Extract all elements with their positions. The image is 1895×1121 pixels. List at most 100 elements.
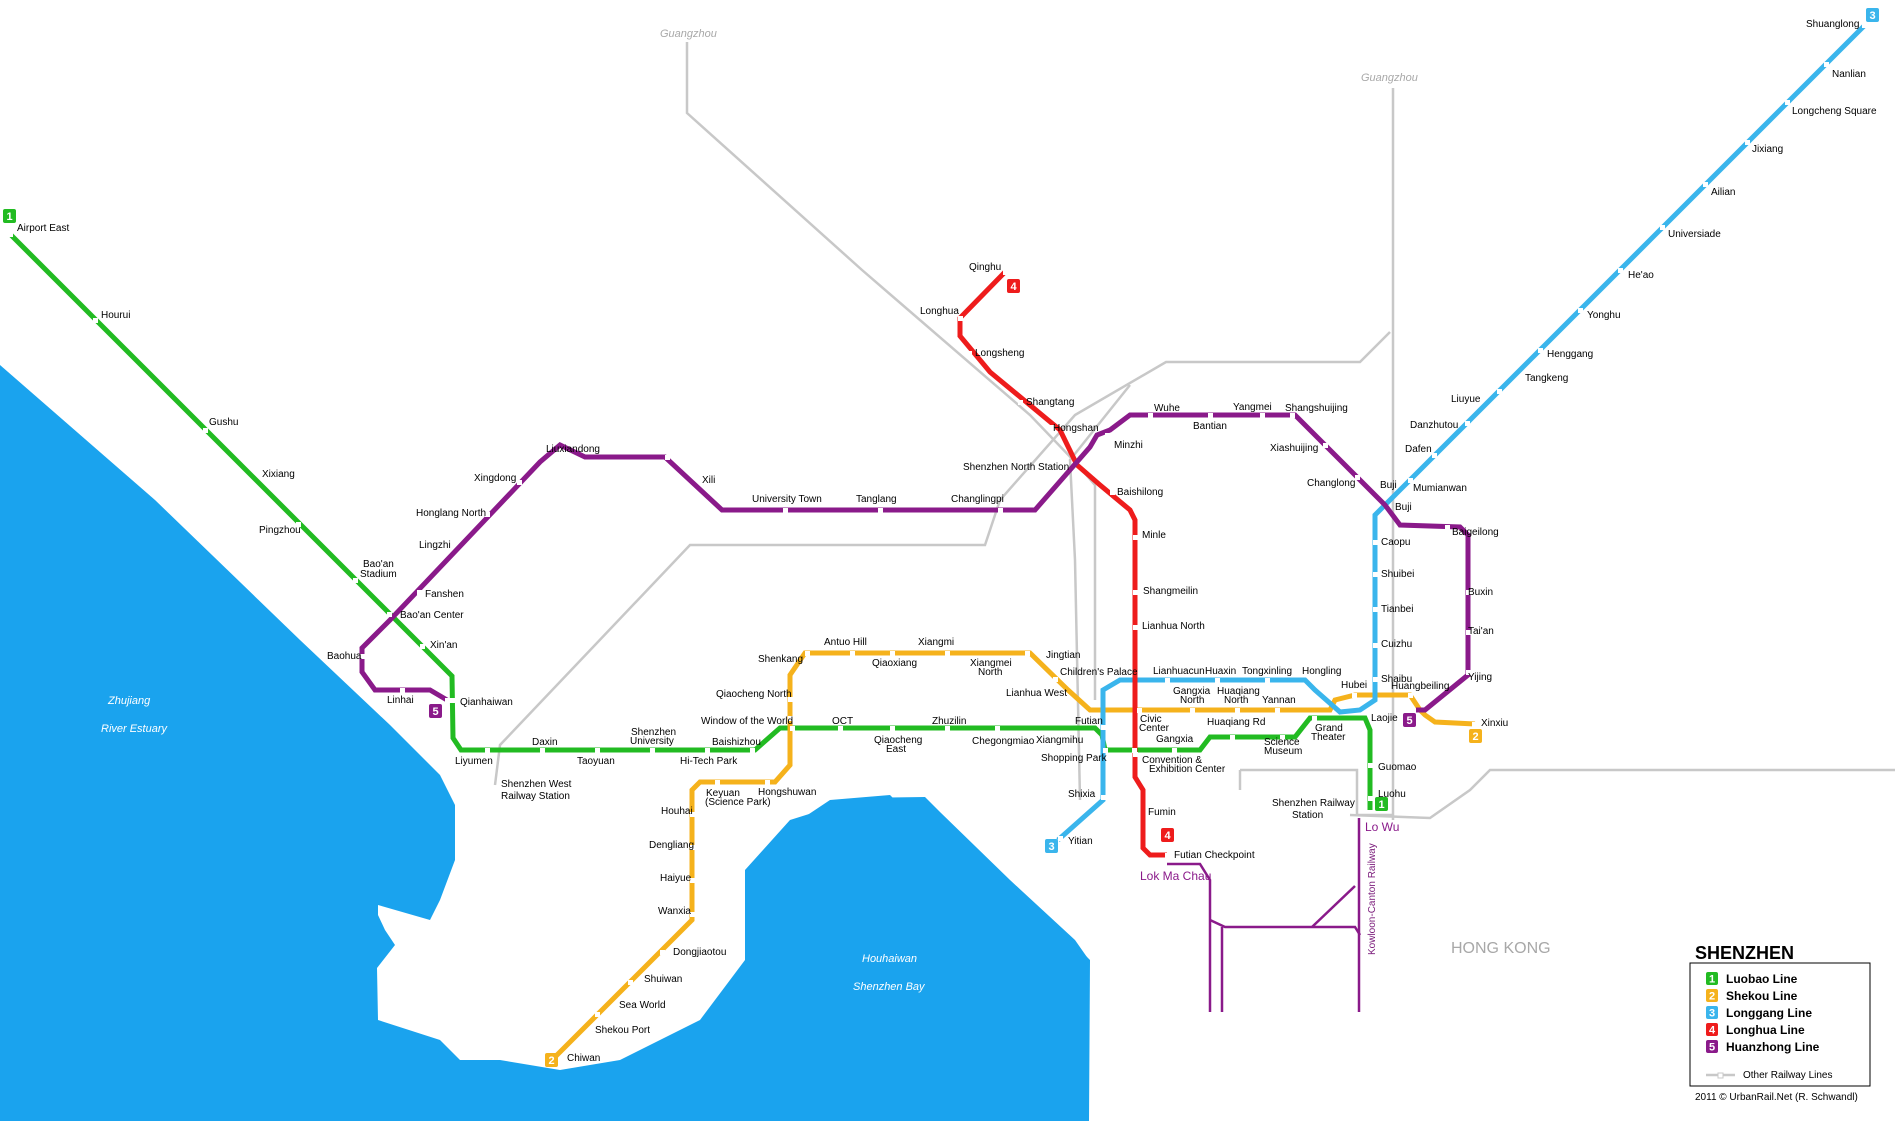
- station-xinxiu[interactable]: Xinxiu: [1481, 718, 1508, 729]
- station-liyumen[interactable]: Liyumen: [455, 756, 493, 767]
- station-huaqiang-north-2[interactable]: North: [1224, 695, 1248, 706]
- station-shenkang[interactable]: Shenkang: [758, 654, 803, 665]
- station-gangxia-north-2[interactable]: North: [1180, 695, 1204, 706]
- station-buji-5[interactable]: Buji: [1380, 480, 1397, 491]
- station-childrens-palace[interactable]: Children's Palace: [1060, 667, 1138, 678]
- station-hongshuwan[interactable]: Hongshuwan: [758, 787, 816, 798]
- station-baigeilong[interactable]: Baigeilong: [1452, 527, 1499, 538]
- station-lianhua-north[interactable]: Lianhua North: [1142, 621, 1205, 632]
- station-tianbei[interactable]: Tianbei: [1381, 604, 1413, 615]
- station-sz-west-2[interactable]: Railway Station: [501, 791, 570, 802]
- station-buxin[interactable]: Buxin: [1468, 587, 1493, 598]
- station-changlingpi[interactable]: Changlingpi: [951, 494, 1004, 505]
- station-sz-west-1[interactable]: Shenzhen West: [501, 779, 572, 790]
- station-huaqiang-north-1[interactable]: Huaqiang: [1217, 686, 1260, 697]
- station-caopu[interactable]: Caopu: [1381, 537, 1410, 548]
- station-yitian[interactable]: Yitian: [1068, 836, 1093, 847]
- station-tanglang[interactable]: Tanglang: [856, 494, 897, 505]
- station-convention-2[interactable]: Exhibition Center: [1149, 764, 1226, 775]
- station-gushu[interactable]: Gushu: [209, 417, 238, 428]
- station-sz-rail-2[interactable]: Station: [1292, 810, 1323, 821]
- station-linhai[interactable]: Linhai: [387, 695, 414, 706]
- station-gangxia[interactable]: Gangxia: [1156, 734, 1194, 745]
- station-shaibu[interactable]: Shaibu: [1381, 674, 1412, 685]
- station-xingdong[interactable]: Xingdong: [474, 473, 516, 484]
- station-hubei[interactable]: Hubei: [1341, 680, 1367, 691]
- station-lianhuacun[interactable]: Lianhuacun: [1153, 666, 1205, 677]
- station-shenzhen-univ-2[interactable]: University: [630, 736, 674, 747]
- station-yangmei[interactable]: Yangmei: [1233, 402, 1272, 413]
- station-longhua[interactable]: Longhua: [920, 306, 959, 317]
- station-hitech-park[interactable]: Hi-Tech Park: [680, 756, 738, 767]
- station-lianhua-west[interactable]: Lianhua West: [1006, 688, 1067, 699]
- station-xili[interactable]: Xili: [702, 475, 715, 486]
- station-huangbeiling[interactable]: Huangbeiling: [1391, 681, 1449, 692]
- station-xiangmei-north-2[interactable]: North: [978, 667, 1002, 678]
- station-chegongmiao[interactable]: Chegongmiao: [972, 736, 1035, 747]
- station-shekou-port[interactable]: Shekou Port: [595, 1025, 650, 1036]
- station-luohu[interactable]: Luohu: [1378, 789, 1406, 800]
- station-baohua[interactable]: Baohua: [327, 651, 362, 662]
- station-hourui[interactable]: Hourui: [101, 310, 130, 321]
- station-qiaoxiang[interactable]: Qiaoxiang: [872, 658, 917, 669]
- station-laojie[interactable]: Laojie: [1371, 713, 1398, 724]
- station-shangmeilin[interactable]: Shangmeilin: [1143, 586, 1198, 597]
- station-heao[interactable]: He'ao: [1628, 270, 1654, 281]
- station-university-town[interactable]: University Town: [752, 494, 822, 505]
- station-tangkeng[interactable]: Tangkeng: [1525, 373, 1568, 384]
- station-changlong[interactable]: Changlong: [1307, 478, 1355, 489]
- station-shangshuijing[interactable]: Shangshuijing: [1285, 403, 1348, 414]
- station-xiangmihu[interactable]: Xiangmihu: [1036, 735, 1083, 746]
- station-taian[interactable]: Tai'an: [1468, 626, 1494, 637]
- station-qinghu[interactable]: Qinghu: [969, 262, 1001, 273]
- station-xiangmei-north-1[interactable]: Xiangmei: [970, 658, 1012, 669]
- station-minzhi[interactable]: Minzhi: [1114, 440, 1143, 451]
- station-dengliang[interactable]: Dengliang: [649, 840, 694, 851]
- station-convention-1[interactable]: Convention &: [1142, 755, 1202, 766]
- station-cuizhu[interactable]: Cuizhu: [1381, 639, 1412, 650]
- station-qiaocheng-east-2[interactable]: East: [886, 744, 906, 755]
- station-baishizhou[interactable]: Baishizhou: [712, 737, 761, 748]
- station-baoan-center[interactable]: Bao'an Center: [400, 610, 464, 621]
- station-grand-theater-2[interactable]: Theater: [1311, 732, 1346, 743]
- station-window-world[interactable]: Window of the World: [701, 716, 793, 727]
- station-sz-north[interactable]: Shenzhen North Station: [963, 462, 1069, 473]
- station-pingzhou[interactable]: Pingzhou: [259, 525, 301, 536]
- station-minle[interactable]: Minle: [1142, 530, 1166, 541]
- station-baoan-stadium-2[interactable]: Stadium: [360, 569, 397, 580]
- station-futian[interactable]: Futian: [1075, 716, 1103, 727]
- legend-label-line-1[interactable]: Luobao Line: [1726, 972, 1798, 986]
- station-lingzhi[interactable]: Lingzhi: [419, 540, 451, 551]
- station-longcheng-square[interactable]: Longcheng Square: [1792, 106, 1877, 117]
- legend-label-line-2[interactable]: Shekou Line: [1726, 989, 1798, 1003]
- station-shuibei[interactable]: Shuibei: [1381, 569, 1414, 580]
- legend-label-line-5[interactable]: Huanzhong Line: [1726, 1040, 1820, 1054]
- station-airport-east[interactable]: Airport East: [17, 223, 69, 234]
- station-oct[interactable]: OCT: [832, 716, 853, 727]
- station-baoan-stadium-1[interactable]: Bao'an: [363, 559, 394, 570]
- station-fumin[interactable]: Fumin: [1148, 807, 1176, 818]
- station-sea-world[interactable]: Sea World: [619, 1000, 666, 1011]
- station-yonghu[interactable]: Yonghu: [1587, 310, 1621, 321]
- station-grand-theater-1[interactable]: Grand: [1315, 723, 1343, 734]
- station-hongling[interactable]: Hongling: [1302, 666, 1341, 677]
- station-danzhutou[interactable]: Danzhutou: [1410, 420, 1458, 431]
- station-mumianwan[interactable]: Mumianwan: [1413, 483, 1467, 494]
- station-shuiwan[interactable]: Shuiwan: [644, 974, 682, 985]
- station-keyuan-2[interactable]: (Science Park): [705, 797, 771, 808]
- station-wanxia[interactable]: Wanxia: [658, 906, 691, 917]
- station-longsheng[interactable]: Longsheng: [975, 348, 1025, 359]
- station-zhuzilin[interactable]: Zhuzilin: [932, 716, 966, 727]
- station-honglang-north[interactable]: Honglang North: [416, 508, 486, 519]
- legend-label-line-3[interactable]: Longgang Line: [1726, 1006, 1812, 1020]
- station-haiyue[interactable]: Haiyue: [660, 873, 692, 884]
- station-universiade[interactable]: Universiade: [1668, 229, 1721, 240]
- station-xinan[interactable]: Xin'an: [430, 640, 458, 651]
- station-dongjiaotou[interactable]: Dongjiaotou: [673, 947, 726, 958]
- station-qianhaiwan[interactable]: Qianhaiwan: [460, 697, 513, 708]
- station-sz-rail-1[interactable]: Shenzhen Railway: [1272, 798, 1355, 809]
- station-xiangmi[interactable]: Xiangmi: [918, 637, 954, 648]
- legend-label-line-4[interactable]: Longhua Line: [1726, 1023, 1805, 1037]
- station-xixiang[interactable]: Xixiang: [262, 469, 295, 480]
- station-houhai[interactable]: Houhai: [661, 806, 693, 817]
